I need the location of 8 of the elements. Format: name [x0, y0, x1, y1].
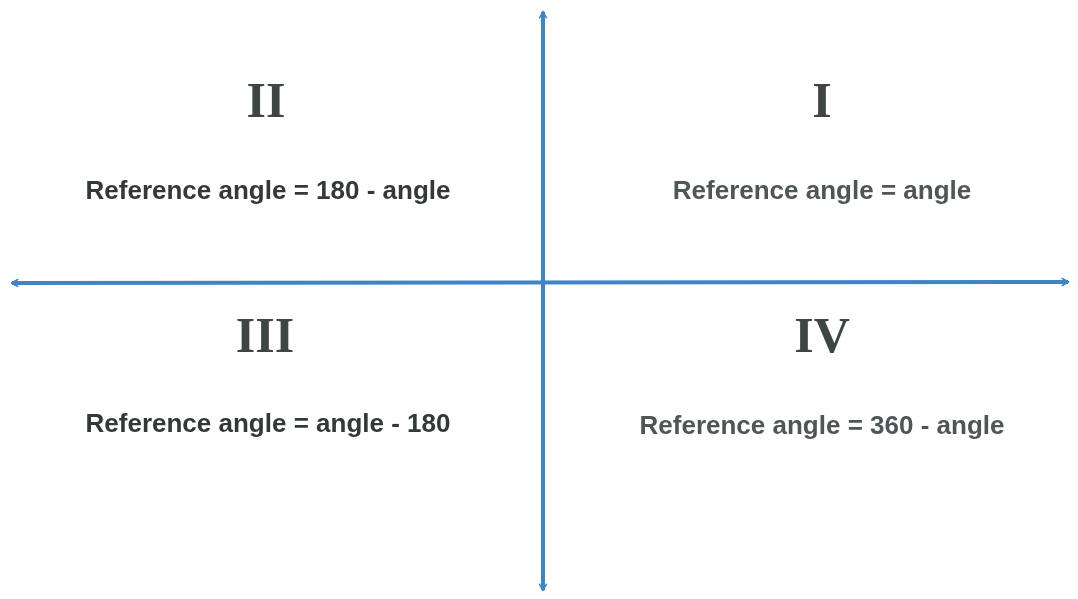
- quadrant-numeral: III: [235, 306, 295, 364]
- quadrant-numeral: IV: [794, 306, 850, 364]
- reference-angle-formula: Reference angle = 180 - angle: [85, 174, 451, 206]
- quadrant-numeral: I: [812, 71, 832, 129]
- reference-angle-formula: Reference angle = 360 - angle: [639, 409, 1005, 441]
- reference-angle-formula: Reference angle = angle: [672, 174, 972, 206]
- reference-angle-formula: Reference angle = angle - 180: [85, 407, 451, 439]
- quadrant-numeral: II: [246, 71, 286, 129]
